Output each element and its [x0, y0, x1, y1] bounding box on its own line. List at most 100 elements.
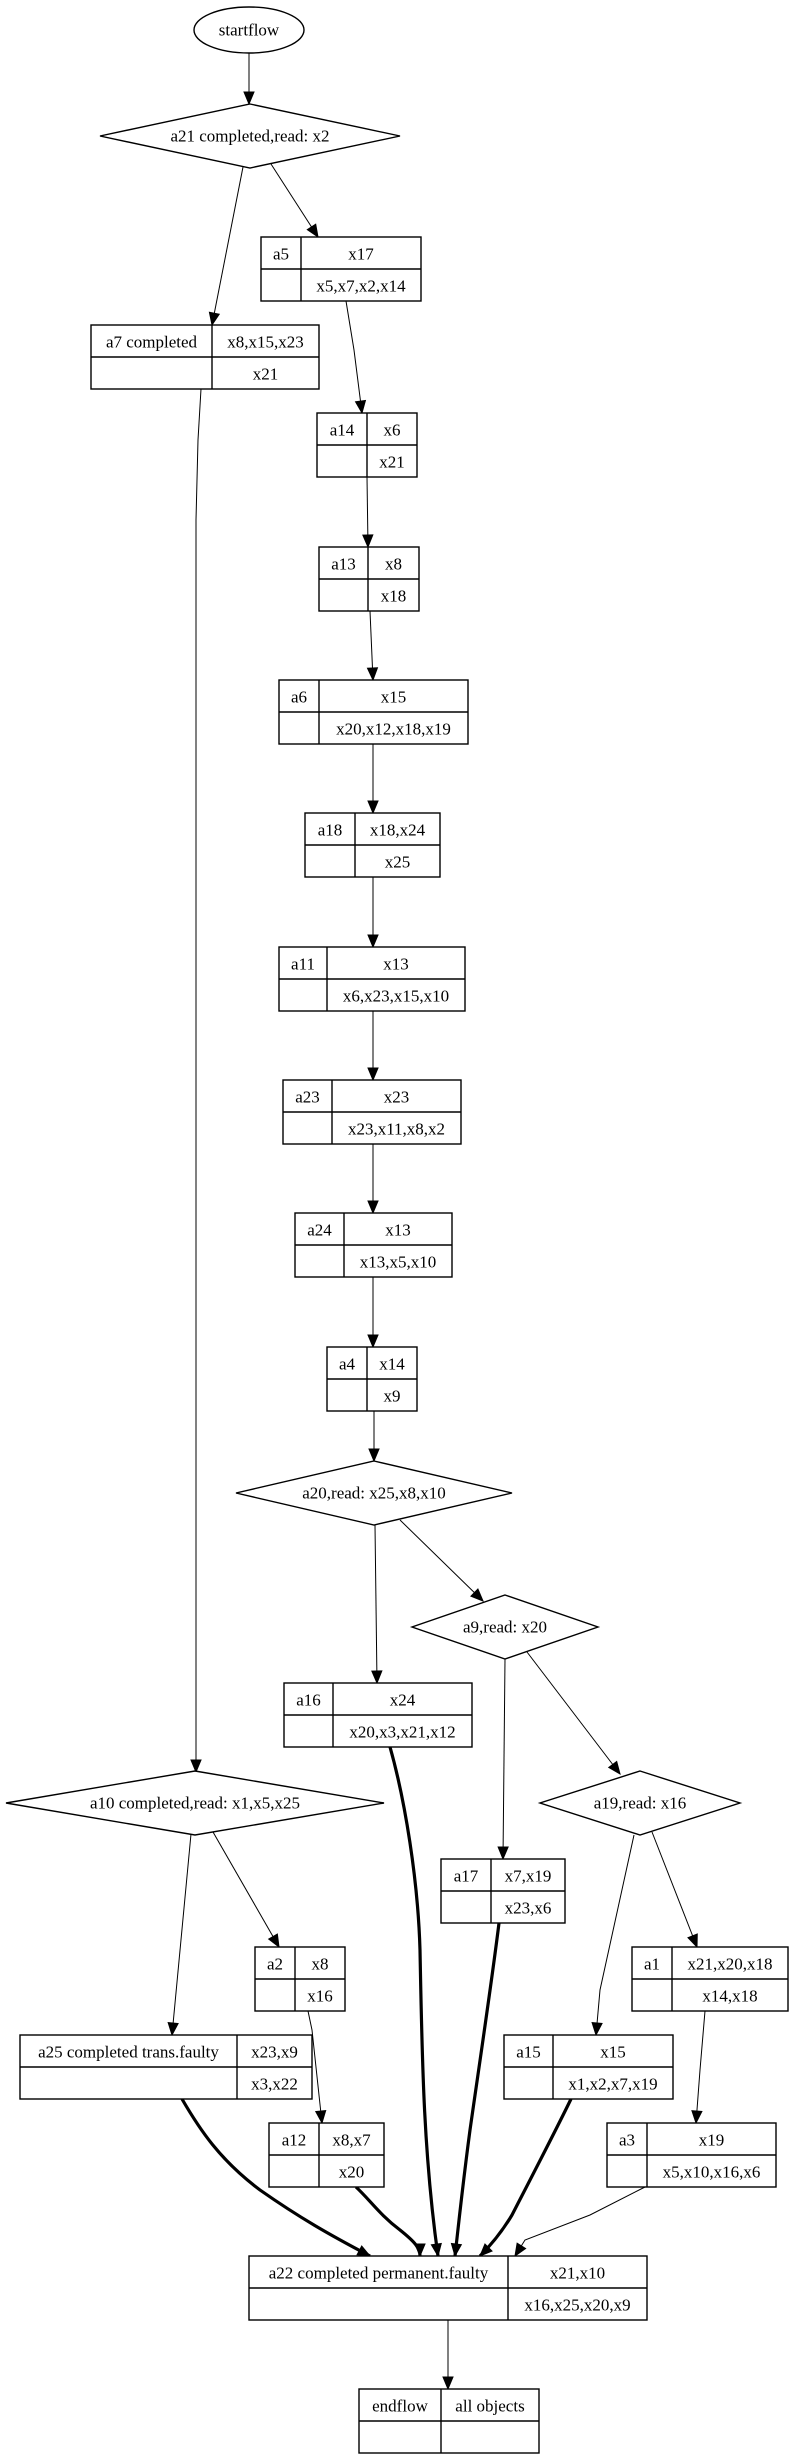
arrowhead-icon [314, 2109, 327, 2125]
record-bottom-value: x18 [381, 587, 407, 606]
edge-a16-a22 [388, 1746, 442, 2258]
node-startflow[interactable]: startflow [193, 6, 305, 54]
node-a21[interactable]: a21 completed,read: x2 [99, 103, 401, 169]
edge-line [180, 2098, 371, 2258]
node-a20[interactable]: a20,read: x25,x8,x10 [235, 1460, 513, 1526]
node-a17[interactable]: a17 x7,x19 x23,x6 [440, 1858, 566, 1924]
record-bottom-value: x23,x11,x8,x2 [348, 1120, 445, 1139]
arrowhead-icon [450, 2242, 463, 2258]
edge-a5-a14 [345, 300, 367, 415]
edge-a9-a19 [526, 1651, 621, 1776]
arrowhead-icon [354, 399, 367, 415]
edge-a20-a9 [399, 1519, 484, 1602]
record-top-value: x21,x20,x18 [688, 1955, 773, 1974]
arrowhead-icon [607, 1760, 621, 1776]
edge-a21-a5 [270, 163, 319, 239]
node-a10[interactable]: a10 completed,read: x1,x5,x25 [5, 1770, 385, 1836]
record-top-value: x8,x15,x23 [227, 333, 304, 352]
edge-line [514, 2186, 646, 2257]
record-name: a17 [454, 1867, 479, 1886]
arrowhead-icon [470, 1588, 484, 1602]
node-label: a10 completed,read: x1,x5,x25 [90, 1794, 300, 1813]
record-bottom-value: x16 [307, 1987, 333, 2006]
record-bottom-value: x6,x23,x15,x10 [343, 987, 449, 1006]
record-bottom-value: x5,x10,x16,x6 [663, 2163, 761, 2182]
node-a19[interactable]: a19,read: x16 [537, 1770, 743, 1836]
edge-line [388, 1746, 440, 2257]
node-a7[interactable]: a7 completed x8,x15,x23 x21 [90, 324, 320, 390]
record-name: a2 [267, 1955, 283, 1974]
arrowhead-icon [367, 800, 379, 815]
edge-line [211, 166, 244, 326]
arrowhead-icon [208, 311, 221, 327]
node-label: a9,read: x20 [463, 1618, 547, 1637]
edge-line [195, 388, 202, 1772]
arrowhead-icon [367, 1200, 379, 1215]
edge-line [399, 1519, 484, 1602]
edge-a4-a20 [368, 1411, 380, 1463]
edge-a7-a10 [190, 388, 202, 1774]
record-name: a4 [339, 1355, 356, 1374]
node-label: a21 completed,read: x2 [170, 127, 329, 146]
arrowhead-icon [356, 2245, 372, 2257]
node-a9[interactable]: a9,read: x20 [409, 1594, 601, 1660]
node-label: startflow [219, 21, 280, 40]
arrowhead-icon [362, 534, 374, 549]
decision-diamond [409, 1594, 601, 1660]
record-top-value: x6 [384, 421, 401, 440]
edge-a3-a22 [514, 2186, 646, 2258]
record-bottom-value: x21 [253, 365, 279, 384]
edge-a17-a22 [450, 1922, 501, 2258]
arrowhead-icon [367, 1334, 379, 1349]
record-top-value: x14 [379, 1355, 405, 1374]
edge-a1-a3 [691, 2010, 706, 2125]
record-top-value: x23,x9 [251, 2043, 298, 2062]
edge-a22-endflow [442, 2320, 454, 2391]
record-name: a15 [516, 2043, 541, 2062]
record-bottom-value: x20 [339, 2163, 365, 2182]
arrowhead-icon [414, 2243, 426, 2258]
arrowhead-icon [514, 2242, 527, 2258]
record-bottom-value: x16,x25,x20,x9 [524, 2296, 630, 2315]
edge-a21-a7 [208, 166, 244, 327]
edge-a15-a22 [478, 2098, 573, 2258]
arrowhead-icon [591, 2022, 603, 2037]
record-name: a23 [295, 1088, 320, 1107]
record-name: a13 [331, 555, 356, 574]
edge-a13-a6 [366, 610, 379, 682]
record-name: a18 [318, 821, 343, 840]
arrowhead-icon [368, 1448, 380, 1463]
record-name: a5 [273, 245, 289, 264]
record-bottom-value: x23,x6 [505, 1899, 552, 1918]
edge-a18-a11 [367, 877, 379, 949]
record-name: a6 [291, 688, 307, 707]
record-name: a14 [330, 421, 355, 440]
arrowhead-icon [430, 2242, 442, 2258]
edge-a10-a2 [212, 1831, 280, 1949]
record-name: a22 completed permanent.faulty [269, 2264, 489, 2283]
record-name: a25 completed trans.faulty [38, 2043, 219, 2062]
record-bottom-value: x13,x5,x10 [360, 1253, 437, 1272]
edges-layer [167, 53, 706, 2391]
decision-diamond [99, 103, 401, 169]
record-name: a7 completed [106, 333, 198, 352]
record-top-value: x7,x19 [505, 1867, 552, 1886]
